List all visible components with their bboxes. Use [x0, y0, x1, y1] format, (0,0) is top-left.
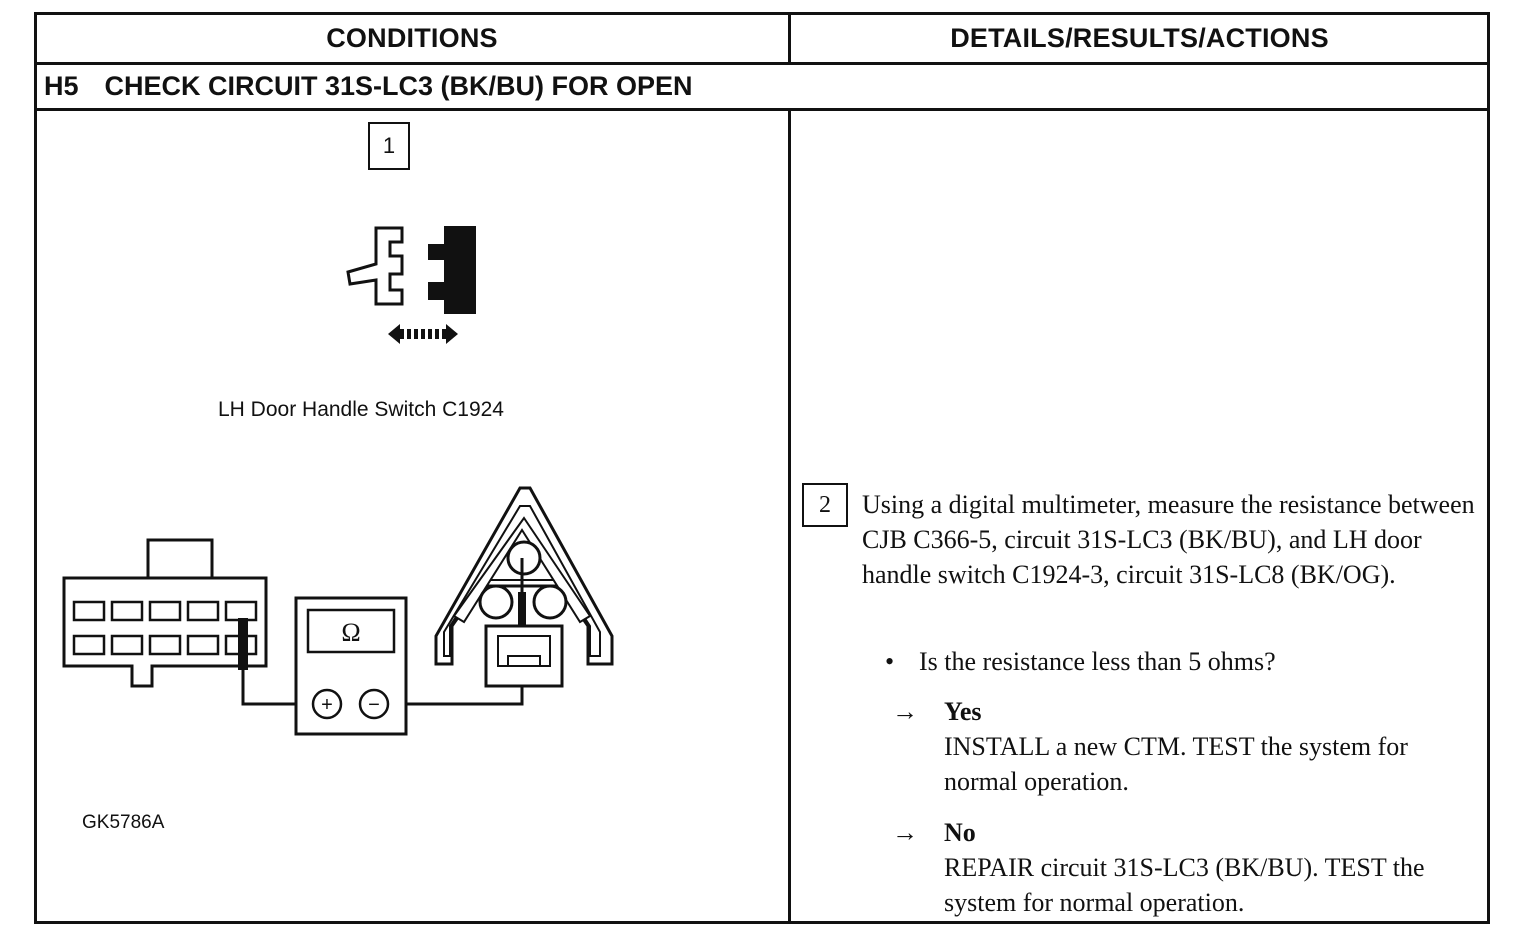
arrow-right-icon: →	[892, 818, 918, 847]
question-bullet: • Is the resistance less than 5 ohms?	[885, 644, 1276, 679]
meter-display	[306, 608, 396, 654]
result-action: INSTALL a new CTM. TEST the system for n…	[944, 732, 1408, 796]
svg-text:−: −	[368, 694, 380, 716]
result-label: Yes	[944, 697, 982, 726]
callout-2-box: 2	[802, 483, 848, 527]
instruction-text: Using a digital multimeter, measure the …	[862, 490, 1475, 589]
question-text: Is the resistance less than 5 ohms?	[919, 647, 1276, 676]
ohm-symbol: Ω	[341, 618, 360, 647]
connector-half-outline	[346, 226, 404, 306]
negative-jack	[358, 688, 390, 720]
probe-tip-right	[518, 592, 526, 626]
header-divider	[34, 62, 1490, 65]
connector-disconnect-illustration	[346, 226, 476, 344]
multimeter-test-diagram: Ω + −	[62, 486, 614, 736]
positive-lead	[241, 670, 316, 706]
arrow-right-icon: →	[892, 697, 918, 726]
svg-text:+: +	[321, 694, 333, 716]
conditions-header-label: CONDITIONS	[326, 22, 498, 53]
result-action: REPAIR circuit 31S-LC3 (BK/BU). TEST the…	[944, 853, 1425, 917]
connector-half-solid	[428, 226, 476, 314]
result-label: No	[944, 818, 976, 847]
positive-jack	[311, 688, 343, 720]
conditions-header: CONDITIONS	[36, 16, 788, 60]
title-divider	[34, 108, 1490, 111]
switch-caption: LH Door Handle Switch C1924	[218, 398, 504, 421]
probe-tip-left	[238, 618, 248, 670]
callout-1-label: 1	[382, 133, 396, 158]
step-code: H5	[44, 70, 79, 101]
column-divider-top	[788, 12, 791, 64]
door-handle-switch-connector	[434, 486, 614, 688]
column-divider-body	[788, 108, 791, 924]
details-header-label: DETAILS/RESULTS/ACTIONS	[950, 22, 1329, 53]
bullet-icon: •	[885, 647, 895, 676]
step-heading: CHECK CIRCUIT 31S-LC3 (BK/BU) FOR OPEN	[104, 70, 693, 101]
digital-multimeter: Ω + −	[294, 596, 408, 736]
details-header: DETAILS/RESULTS/ACTIONS	[791, 16, 1488, 60]
result-no: → No REPAIR circuit 31S-LC3 (BK/BU). TES…	[892, 815, 1482, 917]
cjb-connector	[62, 538, 268, 688]
callout-2-label: 2	[819, 491, 831, 518]
figure-id: GK5786A	[82, 812, 165, 833]
result-yes: → Yes INSTALL a new CTM. TEST the system…	[892, 694, 1482, 796]
table-frame	[34, 12, 1490, 924]
callout-1-box: 1	[368, 122, 410, 170]
step-title: H5 CHECK CIRCUIT 31S-LC3 (BK/BU) FOR OPE…	[44, 64, 693, 108]
